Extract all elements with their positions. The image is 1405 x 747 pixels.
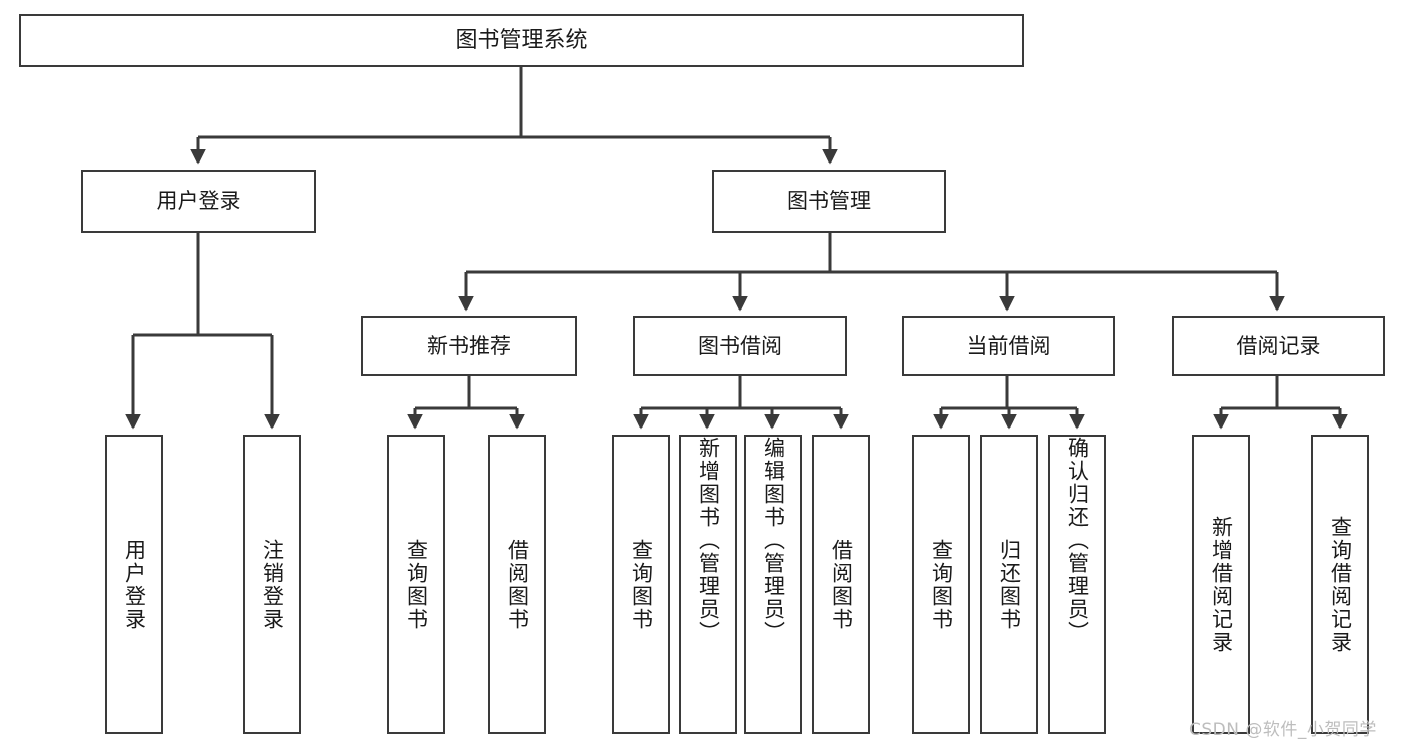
node-label: 图书借阅	[698, 333, 782, 358]
node-user-login[interactable]: 用户登录	[81, 170, 316, 233]
leaf-user-login[interactable]: 用户登录	[105, 435, 163, 734]
node-label: 新增借阅记录	[1209, 515, 1234, 654]
leaf-add-borrow-record[interactable]: 新增借阅记录	[1192, 435, 1250, 734]
node-book-management[interactable]: 图书管理	[712, 170, 946, 233]
node-label: 当前借阅	[966, 333, 1051, 358]
node-current-borrow[interactable]: 当前借阅	[902, 316, 1115, 376]
leaf-query-book-current[interactable]: 查询图书	[912, 435, 970, 734]
node-label: 查询图书	[629, 538, 654, 631]
node-label: 借阅图书	[829, 538, 854, 631]
node-label: 用户登录	[156, 189, 241, 214]
leaf-borrow-book[interactable]: 借阅图书	[812, 435, 870, 734]
node-label: 借阅记录	[1236, 333, 1321, 358]
node-book-borrow[interactable]: 图书借阅	[633, 316, 847, 376]
node-label: 注销登录	[260, 538, 285, 631]
node-label: 借阅图书	[505, 538, 530, 631]
node-label: 查询图书	[404, 538, 429, 631]
node-label: 图书管理系统	[455, 27, 588, 53]
node-label: 用户登录	[122, 538, 147, 631]
leaf-return-book[interactable]: 归还图书	[980, 435, 1038, 734]
node-new-book-recommend[interactable]: 新书推荐	[361, 316, 577, 376]
leaf-edit-book-admin[interactable]: 编辑图书（管理员）	[744, 435, 802, 734]
node-label: 查询借阅记录	[1328, 515, 1353, 654]
node-label: 新书推荐	[427, 333, 511, 358]
node-label: 图书管理	[787, 189, 871, 214]
leaf-query-borrow-record[interactable]: 查询借阅记录	[1311, 435, 1369, 734]
leaf-confirm-return-admin[interactable]: 确认归还（管理员）	[1048, 435, 1106, 734]
node-borrow-record[interactable]: 借阅记录	[1172, 316, 1385, 376]
leaf-query-book-recommend[interactable]: 查询图书	[387, 435, 445, 734]
watermark-text: CSDN @软件_小贺同学	[1189, 720, 1377, 740]
leaf-query-book-borrow[interactable]: 查询图书	[612, 435, 670, 734]
leaf-logout[interactable]: 注销登录	[243, 435, 301, 734]
node-book-management-system[interactable]: 图书管理系统	[19, 14, 1024, 67]
node-label: 查询图书	[929, 538, 954, 631]
node-label: 归还图书	[997, 538, 1022, 631]
node-label: 确认归还（管理员）	[1065, 437, 1090, 644]
node-label: 编辑图书（管理员）	[761, 437, 786, 644]
node-label: 新增图书（管理员）	[696, 437, 721, 644]
leaf-borrow-book-recommend[interactable]: 借阅图书	[488, 435, 546, 734]
leaf-add-book-admin[interactable]: 新增图书（管理员）	[679, 435, 737, 734]
